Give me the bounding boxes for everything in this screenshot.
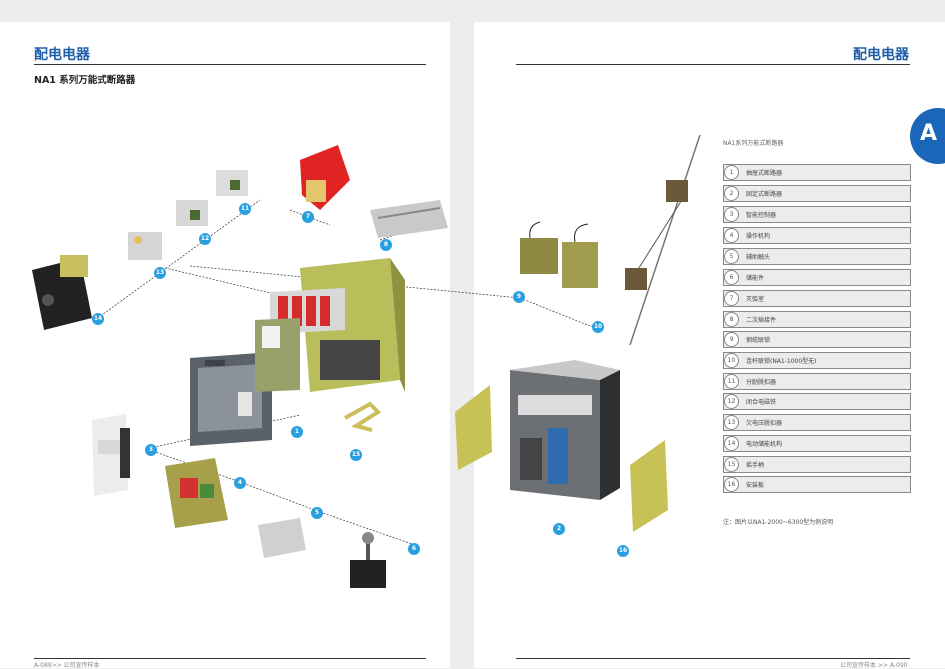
callout-badge: 4	[234, 477, 246, 489]
shunt-release	[216, 170, 248, 196]
figure-note: 注：图片以NA1-2000~6300型为例说明	[723, 519, 834, 526]
right-header-rule	[516, 64, 910, 65]
mounting-plate-right	[630, 440, 668, 532]
cable-interlock	[520, 221, 598, 288]
intelligent-controller	[92, 414, 130, 496]
callout-badge: 3	[145, 444, 157, 456]
callout-badge: 8	[380, 239, 392, 251]
callout-badge: 9	[513, 291, 525, 303]
callout-badge: 16	[617, 545, 629, 557]
secondary-connector	[370, 200, 448, 238]
callout-badge: 14	[92, 313, 104, 325]
arc-chamber	[300, 145, 350, 210]
callout-badge: 6	[408, 543, 420, 555]
mounting-plate-left	[455, 385, 492, 470]
callout-badge: 10	[592, 321, 604, 333]
shutter-panel	[190, 352, 272, 446]
operating-mechanism	[165, 458, 228, 528]
closing-electromagnet	[176, 200, 208, 226]
right-page-title: 配电电器	[853, 47, 909, 63]
left-page-footer: A-089>> 公司宣传样本	[34, 662, 100, 669]
callout-badge: 5	[311, 507, 323, 519]
undervoltage-release	[128, 232, 162, 260]
right-footer-rule	[516, 658, 910, 659]
callout-badge: 12	[199, 233, 211, 245]
left-footer-rule	[34, 658, 426, 659]
drawout-breaker-body	[255, 258, 405, 392]
charging-part	[350, 532, 386, 588]
callout-badge: 1	[291, 426, 303, 438]
fixed-breaker-body	[510, 360, 620, 500]
auxiliary-contact	[258, 518, 306, 558]
callout-badge: 2	[553, 523, 565, 535]
diagram-caption: NA1系列万能式断路器	[723, 140, 784, 147]
link-rod-interlock	[624, 134, 701, 346]
page-subtitle: NA1 系列万能式断路器	[34, 75, 136, 86]
callout-badge: 13	[154, 267, 166, 279]
left-header-rule	[34, 64, 426, 65]
callout-badge: 7	[302, 211, 314, 223]
callout-badge: 15	[350, 449, 362, 461]
callout-badge: 11	[239, 203, 251, 215]
left-page-title: 配电电器	[34, 47, 90, 63]
hand-crank	[344, 401, 382, 432]
motor-charging-mechanism	[32, 255, 92, 330]
right-page-footer: 公司宣传样本 >> A-090	[840, 662, 908, 669]
